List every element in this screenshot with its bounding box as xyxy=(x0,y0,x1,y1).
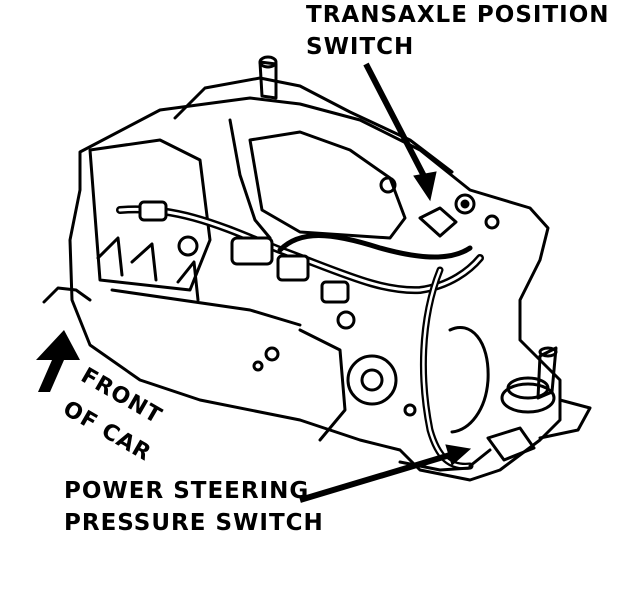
bolt-5 xyxy=(403,403,417,417)
transaxle-position-label-line2: SWITCH xyxy=(306,34,415,60)
clip-1 xyxy=(177,235,199,257)
wiring-harness-inner xyxy=(118,207,482,292)
rib-4 xyxy=(110,288,302,327)
shift-shaft xyxy=(536,346,558,400)
tps-leader xyxy=(363,62,429,182)
boot xyxy=(500,382,556,414)
harness-branch xyxy=(277,233,473,260)
power-steering-label-line2: PRESSURE SWITCH xyxy=(64,510,324,536)
tps-body xyxy=(418,206,458,238)
vent-cap xyxy=(258,55,278,69)
mount-bracket xyxy=(42,286,92,304)
rib-2 xyxy=(130,242,158,282)
bolt-2 xyxy=(484,214,500,230)
connector-3 xyxy=(276,254,310,282)
ps-switch xyxy=(486,426,536,462)
ps-arrowhead xyxy=(445,444,472,466)
connector-2 xyxy=(230,236,274,266)
clip-2 xyxy=(336,310,356,330)
gear-cover xyxy=(346,354,398,406)
ps-line xyxy=(468,448,492,468)
vent-tube xyxy=(258,60,278,100)
boot-2 xyxy=(506,376,550,400)
power-steering-label-line1: POWER STEERING xyxy=(64,478,310,504)
front-arrow xyxy=(36,330,80,392)
housing-ridge xyxy=(228,118,272,240)
tps-stud xyxy=(454,193,476,215)
linkage xyxy=(538,398,592,440)
tps-stud-inner xyxy=(460,199,470,209)
bolt-3 xyxy=(264,346,280,362)
lower-case-2 xyxy=(448,326,490,434)
transaxle-housing xyxy=(68,96,562,482)
transaxle-position-label-line1: TRANSAXLE POSITION xyxy=(306,2,610,28)
ps-leader xyxy=(299,452,451,503)
inner-cover xyxy=(248,130,407,240)
tps-arrowhead xyxy=(413,171,437,202)
lower-case xyxy=(298,328,347,442)
rib-1 xyxy=(96,236,124,277)
housing-top xyxy=(173,76,454,174)
bolt-1 xyxy=(379,176,397,194)
connector-4 xyxy=(320,280,350,304)
connector-1 xyxy=(138,200,168,222)
bolt-4 xyxy=(252,360,264,372)
front-case xyxy=(88,138,212,292)
rib-3 xyxy=(176,260,200,302)
shaft-top xyxy=(538,346,558,358)
gear-hub xyxy=(360,368,384,392)
